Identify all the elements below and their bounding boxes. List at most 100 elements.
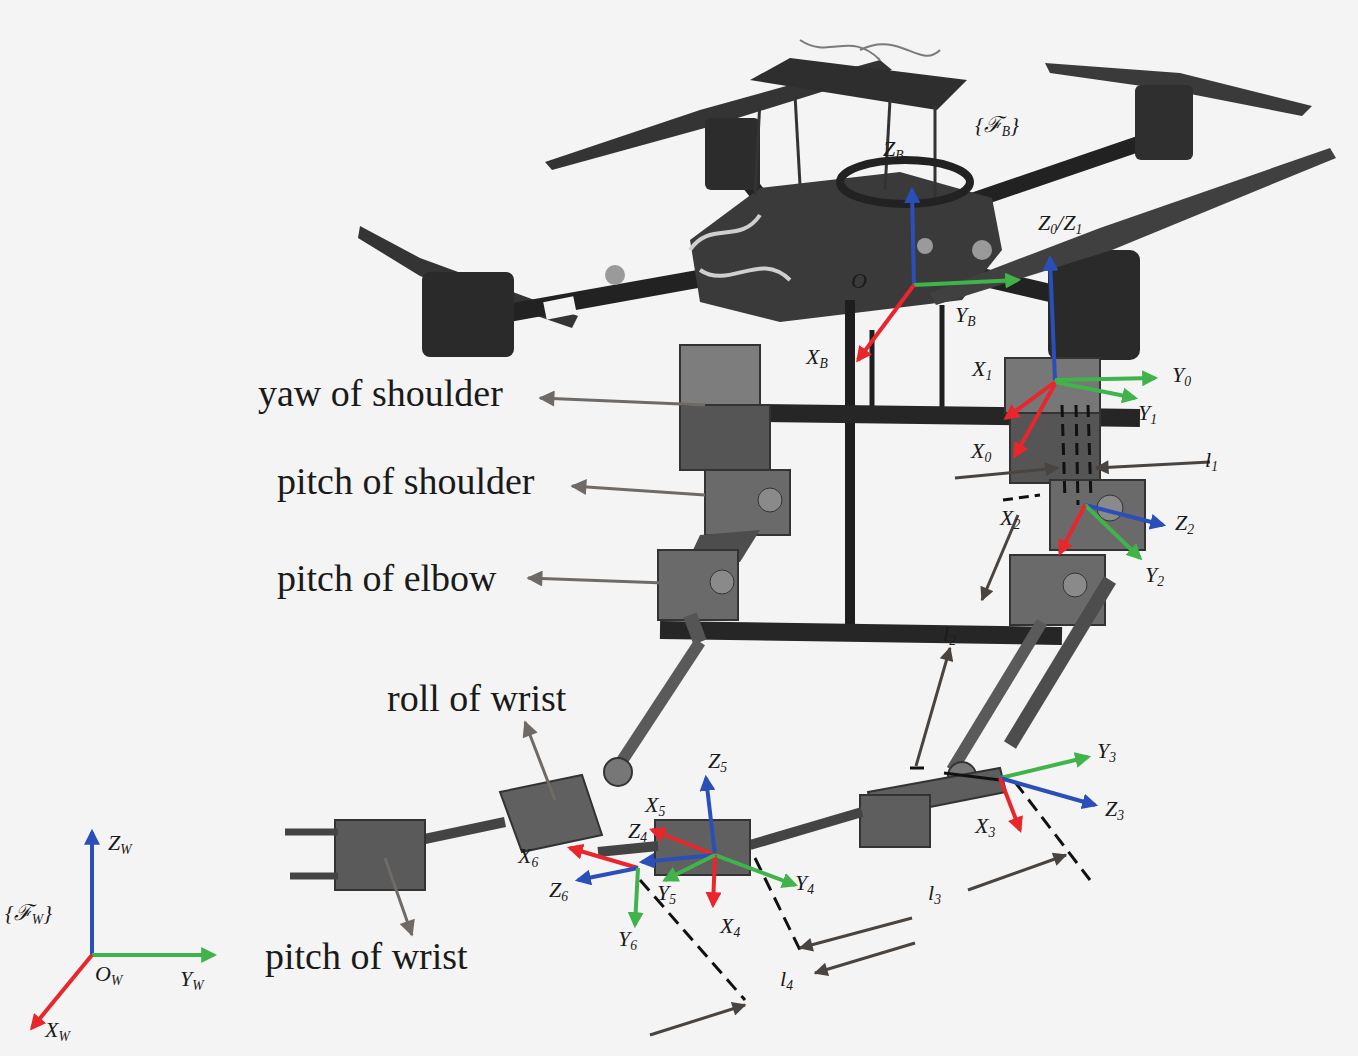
symbol: {: [975, 112, 984, 137]
drone-body: [795, 95, 800, 185]
symbol: Z: [1105, 796, 1117, 821]
left-arm: [658, 550, 738, 620]
axis-label: ZB: [883, 138, 904, 160]
subscript: 3: [988, 825, 995, 840]
dimension-line: [1076, 405, 1078, 505]
coordinate-axis: [570, 848, 638, 868]
axis-label: O: [851, 270, 867, 292]
subscript: B: [967, 314, 975, 329]
axis-label: X2: [1000, 507, 1020, 529]
dimension-arrow: [815, 943, 915, 973]
subscript: 3: [1109, 750, 1116, 765]
symbol: l: [928, 880, 934, 905]
axis-label: X0: [971, 440, 991, 462]
coordinate-axis: [715, 855, 795, 885]
subscript: 5: [669, 892, 676, 907]
dimension-line: [1003, 495, 1040, 500]
symbol: }: [1010, 112, 1019, 137]
drone-body: [750, 58, 967, 110]
manipulator-support: [940, 305, 945, 412]
axis-label: Y1: [1138, 402, 1157, 424]
dimension-line: [1088, 405, 1091, 500]
axis-label: Z5: [708, 750, 727, 772]
dimension-line: [1062, 405, 1065, 500]
axis-label: OW: [95, 963, 122, 985]
subscript: W: [58, 1029, 69, 1044]
subscript: 2: [1013, 517, 1020, 532]
right-arm: [1063, 573, 1087, 597]
axis-label: Y0: [1172, 364, 1191, 386]
right-arm: [655, 820, 750, 875]
dimension-line: [910, 767, 924, 770]
axis-label: Z3: [1105, 798, 1124, 820]
axis-label: ZW: [108, 832, 132, 854]
axis-label: X6: [518, 845, 538, 867]
subscript: 4: [786, 978, 793, 993]
symbol: Z: [708, 748, 720, 773]
symbol: /: [1057, 210, 1063, 235]
subscript: 6: [531, 855, 538, 870]
drone-body: [755, 100, 760, 195]
subscript: W: [111, 973, 122, 988]
dimension-arrow: [650, 462, 1210, 1035]
subscript: 4: [640, 830, 647, 845]
drone-body: [800, 40, 940, 60]
left-arm: [616, 642, 700, 770]
part-label: roll of wrist: [387, 679, 566, 717]
axis-label: {ℱB}: [975, 114, 1019, 136]
symbol: Z: [883, 136, 895, 161]
motor: [422, 85, 1193, 360]
callout-arrow: [525, 722, 555, 800]
symbol: X: [975, 813, 988, 838]
drone-arm: [480, 275, 720, 318]
symbol: X: [971, 438, 984, 463]
symbol: l: [780, 966, 786, 991]
coordinate-axis: [912, 190, 914, 285]
axis-label: Y2: [1145, 564, 1164, 586]
symbol: X: [972, 356, 985, 381]
motor: [422, 272, 514, 357]
coordinate-axis: [1000, 757, 1088, 778]
drone-arm: [960, 140, 1150, 205]
subscript: 4: [733, 925, 740, 940]
dimension-line: [1015, 782, 1090, 880]
coordinate-axis: [92, 953, 214, 957]
subscript: 3: [1117, 808, 1124, 823]
subscript: W: [192, 978, 203, 993]
right-arm: [952, 622, 1042, 770]
subscript: 1: [1150, 412, 1157, 427]
axis-label: Y4: [795, 872, 814, 894]
callout-arrow: [528, 578, 665, 583]
drone-body: [605, 265, 625, 285]
symbol: Z: [1038, 210, 1050, 235]
subscript: B: [1002, 124, 1010, 139]
left-arm: [290, 873, 338, 880]
symbol: {: [5, 900, 14, 925]
right-arm: [1010, 580, 1110, 745]
symbol: l: [1205, 447, 1211, 472]
symbol: Z: [628, 818, 640, 843]
motor: [705, 118, 760, 190]
subscript: 6: [630, 938, 637, 953]
coordinate-axis: [652, 830, 715, 855]
axis-label: Z0/Z1: [1038, 212, 1082, 234]
coordinate-axis: [1000, 778, 1095, 805]
axis-label: XB: [806, 346, 828, 368]
subscript: 0: [1050, 222, 1057, 237]
coordinate-axis: [1055, 378, 1155, 380]
subscript: 4: [807, 882, 814, 897]
subscript: B: [895, 148, 903, 163]
coordinate-axis: [1060, 505, 1085, 553]
coordinate-axis: [706, 778, 715, 855]
axis-label: YW: [180, 968, 204, 990]
part-label: pitch of shoulder: [277, 462, 535, 500]
left-arm: [420, 822, 505, 840]
symbol: Z: [108, 830, 120, 855]
subscript: B: [819, 356, 827, 371]
right-arm: [860, 795, 930, 847]
axis-label: l3: [928, 882, 941, 904]
symbol: X: [720, 913, 733, 938]
dimension-arrow: [800, 918, 912, 948]
